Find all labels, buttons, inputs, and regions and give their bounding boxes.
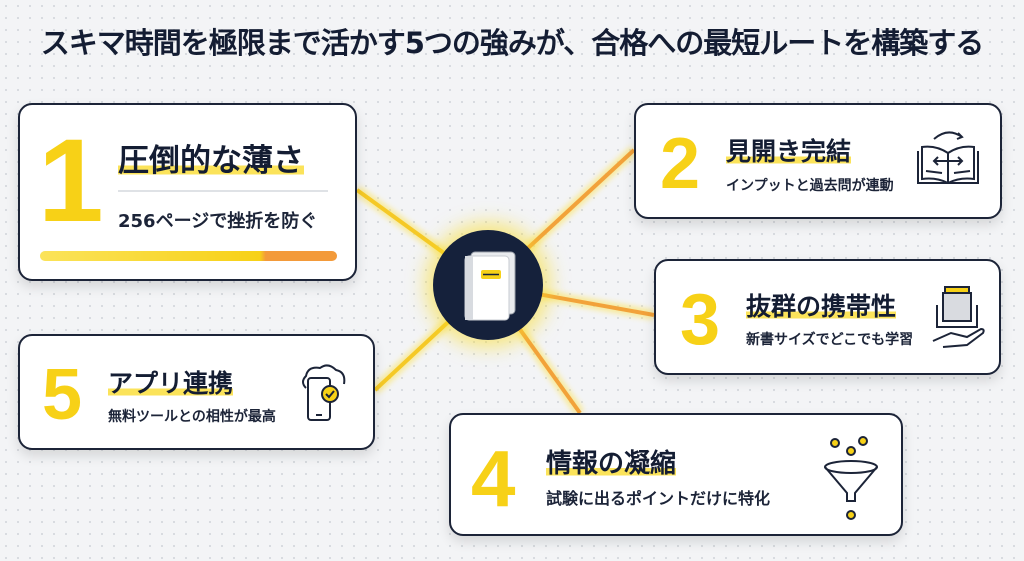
open-book-icon bbox=[917, 131, 979, 185]
card-subtitle: インプットと過去問が連動 bbox=[726, 178, 894, 194]
divider bbox=[118, 190, 328, 192]
card-1: 1 圧倒的な薄さ 256ページで挫折を防ぐ bbox=[18, 103, 357, 281]
book-icon bbox=[464, 251, 516, 321]
card-title: 圧倒的な薄さ bbox=[118, 135, 304, 180]
progress-fill bbox=[40, 251, 337, 261]
card-subtitle: 新書サイズでどこでも学習 bbox=[746, 332, 914, 348]
card-number: 1 bbox=[38, 115, 104, 247]
card-title: 情報の凝縮 bbox=[546, 443, 677, 480]
card-subtitle: 試験に出るポイントだけに特化 bbox=[546, 489, 771, 508]
card-5: 5 アプリ連携 無料ツールとの相性が最高 bbox=[18, 334, 375, 450]
card-number: 3 bbox=[680, 280, 721, 360]
card-3: 3 抜群の携帯性 新書サイズでどこでも学習 bbox=[654, 259, 1001, 375]
progress-bar bbox=[40, 251, 337, 261]
card-number: 2 bbox=[660, 124, 701, 204]
card-title: アプリ連携 bbox=[108, 364, 234, 400]
card-number: 4 bbox=[471, 434, 516, 523]
card-number: 5 bbox=[42, 355, 83, 435]
book-in-hand-icon bbox=[932, 286, 985, 348]
card-title: 見開き完結 bbox=[726, 132, 852, 168]
card-subtitle: 無料ツールとの相性が最高 bbox=[108, 409, 276, 425]
card-4: 4 情報の凝縮 試験に出るポイントだけに特化 bbox=[449, 413, 903, 536]
funnel-icon bbox=[824, 436, 878, 520]
card-title: 抜群の携帯性 bbox=[746, 287, 897, 323]
card-2: 2 見開き完結 インプットと過去問が連動 bbox=[634, 103, 1002, 219]
center-book-badge bbox=[433, 230, 543, 340]
cloud-phone-check-icon bbox=[302, 364, 346, 421]
card-subtitle: 256ページで挫折を防ぐ bbox=[118, 211, 318, 232]
page-title: スキマ時間を極限まで活かす5つの強みが、合格への最短ルートを構築する bbox=[40, 26, 985, 60]
